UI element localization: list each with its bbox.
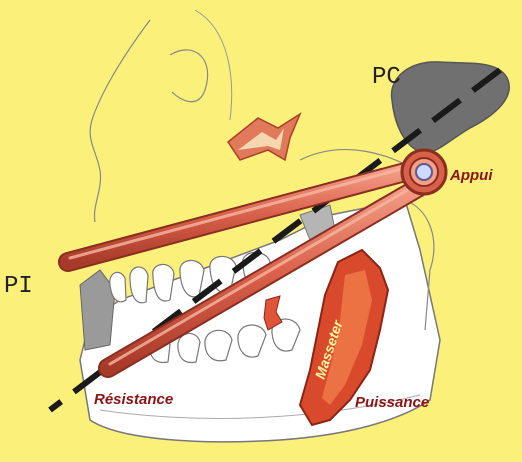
label-appui: Appui	[449, 167, 493, 184]
label-resistance: Résistance	[94, 391, 173, 408]
label-pi: PI	[4, 273, 33, 300]
label-puissance: Puissance	[355, 394, 429, 411]
pivot-hinge	[402, 150, 446, 194]
label-pc: PC	[372, 64, 401, 91]
